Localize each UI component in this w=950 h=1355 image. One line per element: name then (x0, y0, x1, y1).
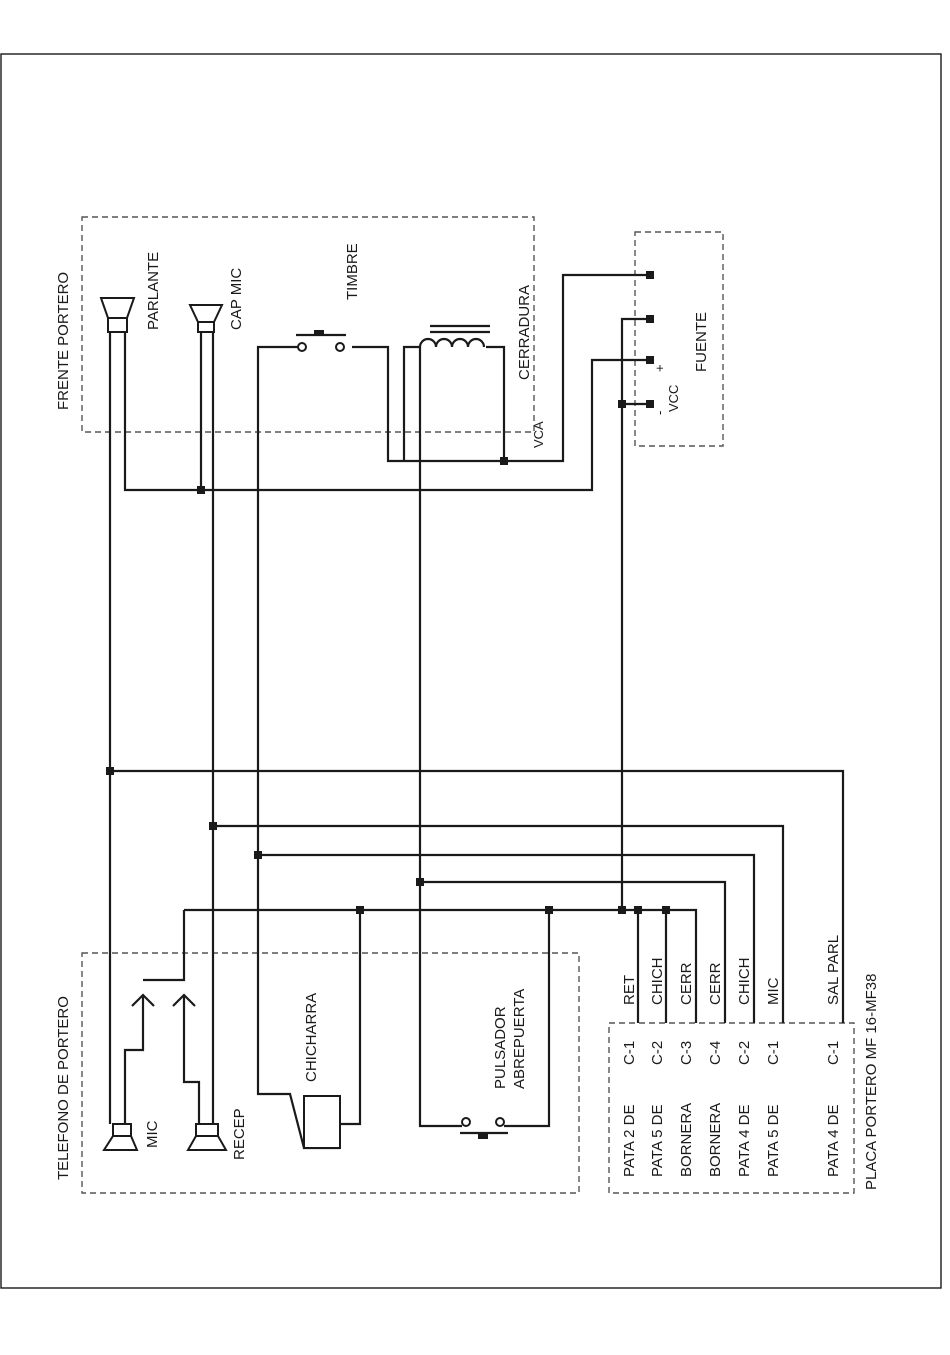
placa-terminal-signal: CHICH (649, 958, 666, 1006)
receptor-icon (188, 1124, 226, 1150)
placa-terminal-location: PATA 5 DE (765, 1104, 782, 1177)
placa-terminal-signal: MIC (765, 977, 782, 1005)
placa-portero-title: PLACA PORTERO MF 16-MF38 (863, 974, 880, 1190)
vcc-plus: + (652, 364, 667, 372)
recep-label: RECEP (231, 1108, 248, 1160)
chicharra-icon (304, 1096, 340, 1148)
placa-terminal-signal: CERR (707, 962, 724, 1005)
chicharra-label: CHICHARRA (303, 993, 320, 1082)
vcc-minus: - (652, 411, 667, 415)
placa-terminal-location: PATA 2 DE (621, 1104, 638, 1177)
placa-terminal-location: PATA 4 DE (825, 1104, 842, 1177)
page-frame (1, 54, 941, 1288)
timbre-label: TIMBRE (344, 243, 361, 300)
telefono-mic-icon (104, 1124, 137, 1150)
placa-terminal-connector: C-2 (649, 1041, 666, 1065)
placa-terminal-signal: SAL PARL (825, 935, 842, 1005)
pulsador-button-icon (460, 1118, 508, 1139)
placa-terminal-location: PATA 5 DE (649, 1104, 666, 1177)
microphone-icon (190, 305, 222, 332)
placa-terminal-connector: C-1 (621, 1041, 638, 1065)
placa-terminal-connector: C-2 (736, 1041, 753, 1065)
wires (110, 275, 843, 1148)
telefono-portero-title: TELEFONO DE PORTERO (55, 996, 72, 1180)
placa-portero-box (609, 1023, 854, 1193)
pulsador-label: PULSADOR (492, 1006, 509, 1089)
vca-label: VCA (531, 421, 546, 448)
cap-mic-label: CAP MIC (228, 268, 245, 330)
abrepuerta-label: ABREPUERTA (511, 989, 528, 1089)
placa-terminal-signal: RET (621, 975, 638, 1005)
placa-terminal-location: BORNERA (678, 1103, 695, 1177)
timbre-button-icon (296, 330, 346, 351)
fuente-labels: FUENTE VCC + - (652, 312, 710, 415)
speaker-icon (101, 298, 134, 332)
placa-terminal-signal: CERR (678, 962, 695, 1005)
frente-portero-title: FRENTE PORTERO (55, 272, 72, 410)
vcc-label: VCC (666, 385, 681, 412)
placa-terminal-connector: C-3 (678, 1041, 695, 1065)
placa-terminal-location: BORNERA (707, 1103, 724, 1177)
cerradura-coil-icon (420, 326, 490, 347)
cerradura-label: CERRADURA (516, 285, 533, 380)
placa-terminal-connector: C-1 (765, 1041, 782, 1065)
parlante-label: PARLANTE (145, 252, 162, 330)
placa-terminal-connector: C-1 (825, 1041, 842, 1065)
placa-terminal-connector: C-4 (707, 1041, 724, 1065)
telefono-mic-label: MIC (144, 1120, 161, 1148)
fuente-title: FUENTE (693, 312, 710, 372)
placa-terminal-location: PATA 4 DE (736, 1104, 753, 1177)
placa-terminal-signal: CHICH (736, 958, 753, 1006)
